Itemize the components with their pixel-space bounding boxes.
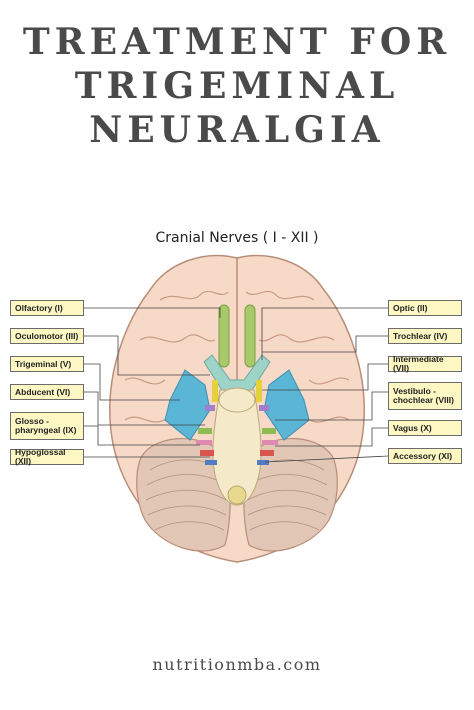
- label-accessory: Accessory (XI): [388, 448, 462, 464]
- label-trochlear: Trochlear (IV): [388, 328, 462, 344]
- page-title: TREATMENT FOR TRIGEMINAL NEURALGIA: [0, 20, 474, 152]
- optic-nerve: [203, 354, 271, 391]
- brainstem: [212, 389, 262, 506]
- label-vagus: Vagus (X): [388, 420, 462, 436]
- label-vestibulocochlear: Vestibulo - chochlear (VIII): [388, 382, 462, 410]
- label-trigeminal: Trigeminal (V): [10, 356, 84, 372]
- title-line-3: NEURALGIA: [89, 109, 385, 151]
- label-abducent: Abducent (VI): [10, 384, 84, 400]
- label-hypoglossal: Hypoglossal (XII): [10, 448, 84, 466]
- label-intermediate: Intermediate (VII): [388, 355, 462, 373]
- title-line-1: TREATMENT FOR: [22, 21, 452, 63]
- label-optic: Optic (II): [388, 300, 462, 316]
- label-olfactory: Olfactory (I): [10, 300, 84, 316]
- brain-illustration: [84, 254, 389, 563]
- olfactory-nerve: [218, 304, 230, 368]
- label-oculomotor: Oculomotor (III): [10, 328, 84, 344]
- title-line-2: TRIGEMINAL: [74, 65, 400, 107]
- footer-url: nutritionmba.com: [152, 655, 322, 674]
- label-glossopharyngeal: Glosso - pharyngeal (IX): [10, 412, 84, 440]
- diagram-title: Cranial Nerves ( I - XII ): [155, 230, 319, 246]
